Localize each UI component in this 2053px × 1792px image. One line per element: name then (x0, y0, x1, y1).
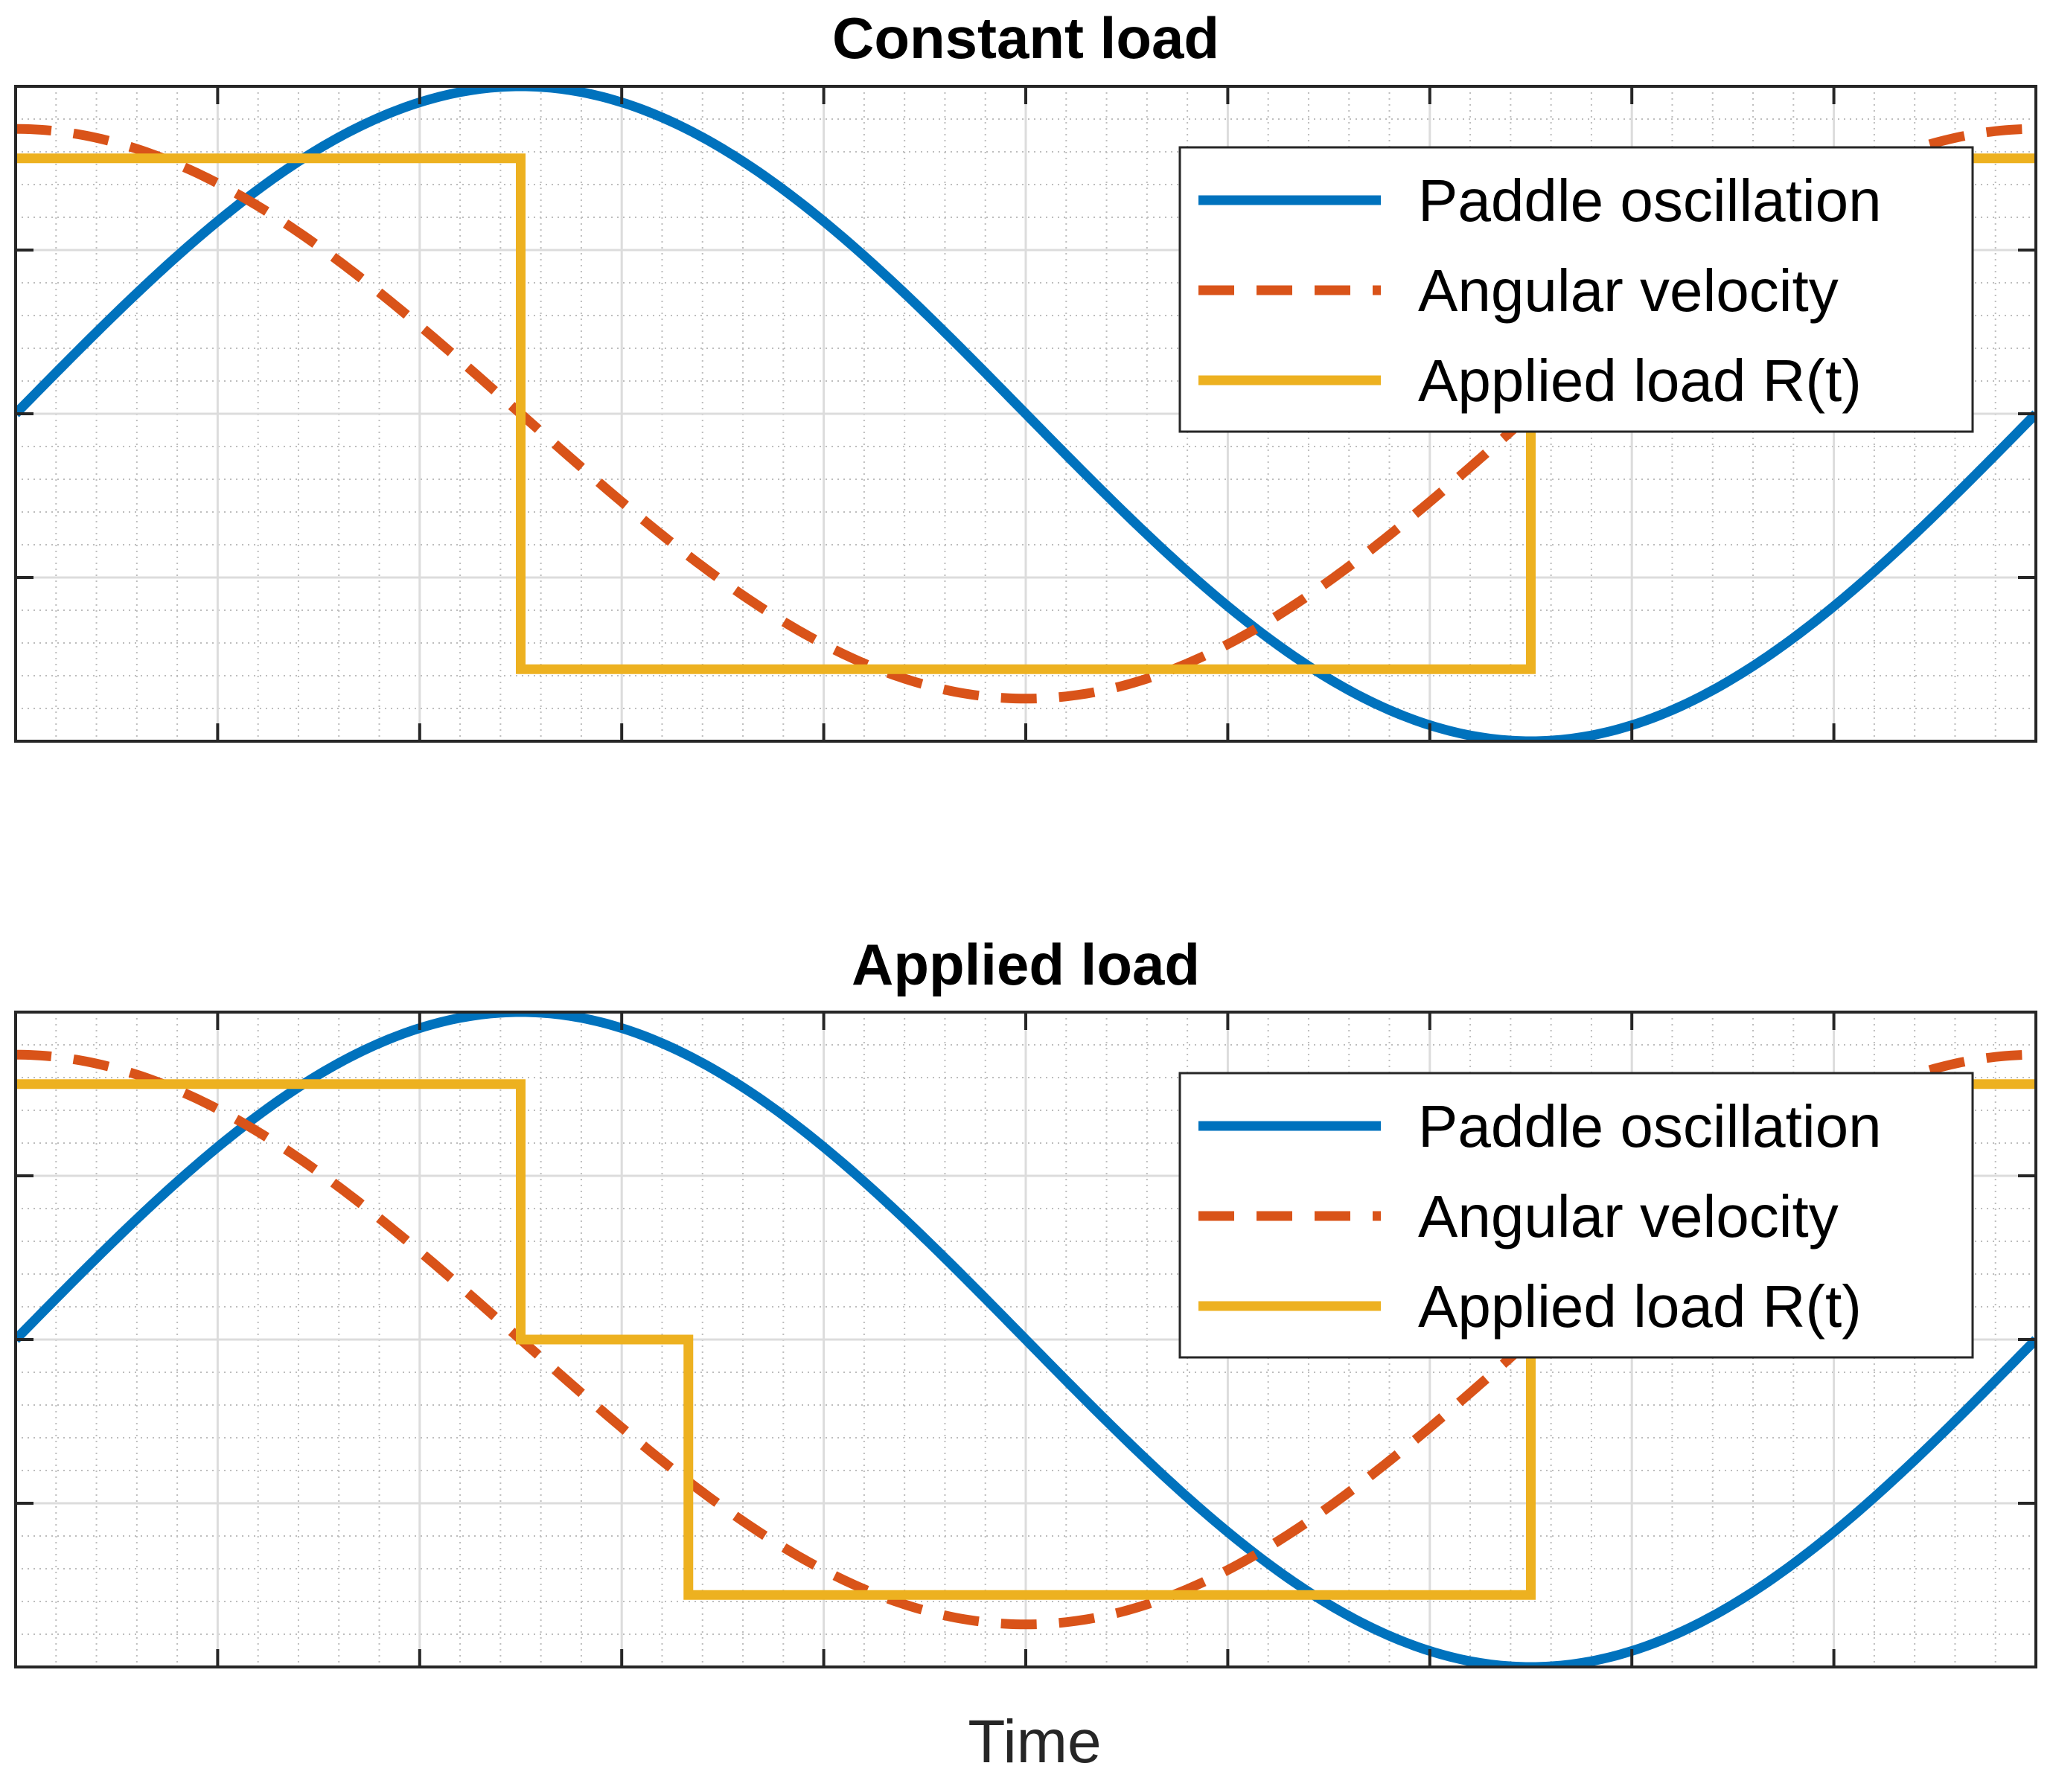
legend-label-applied-load: Applied load R(t) (1418, 348, 1862, 414)
chart-constant-load: Constant load Paddle oscillation Angular… (14, 5, 2037, 743)
legend-label-paddle-oscillation: Paddle oscillation (1418, 1093, 1882, 1159)
x-axis-label: Time (968, 1708, 1101, 1776)
legend-label-angular-velocity: Angular velocity (1418, 1183, 1839, 1249)
series-line-paddle-oscillation (16, 1012, 2036, 1667)
series-line-paddle-oscillation (16, 86, 2036, 741)
legend-label-paddle-oscillation: Paddle oscillation (1418, 167, 1882, 234)
chart-title: Applied load (852, 932, 1200, 997)
chart-title: Constant load (832, 5, 1219, 71)
axes (14, 1011, 2037, 1668)
legend: Paddle oscillation Angular velocity Appl… (1178, 146, 1974, 433)
axes (14, 85, 2037, 743)
legend-label-applied-load: Applied load R(t) (1418, 1273, 1862, 1340)
chart-applied-load: Applied load Paddle oscillation Angular … (14, 932, 2037, 1776)
legend: Paddle oscillation Angular velocity Appl… (1178, 1072, 1974, 1359)
legend-label-angular-velocity: Angular velocity (1418, 257, 1839, 324)
